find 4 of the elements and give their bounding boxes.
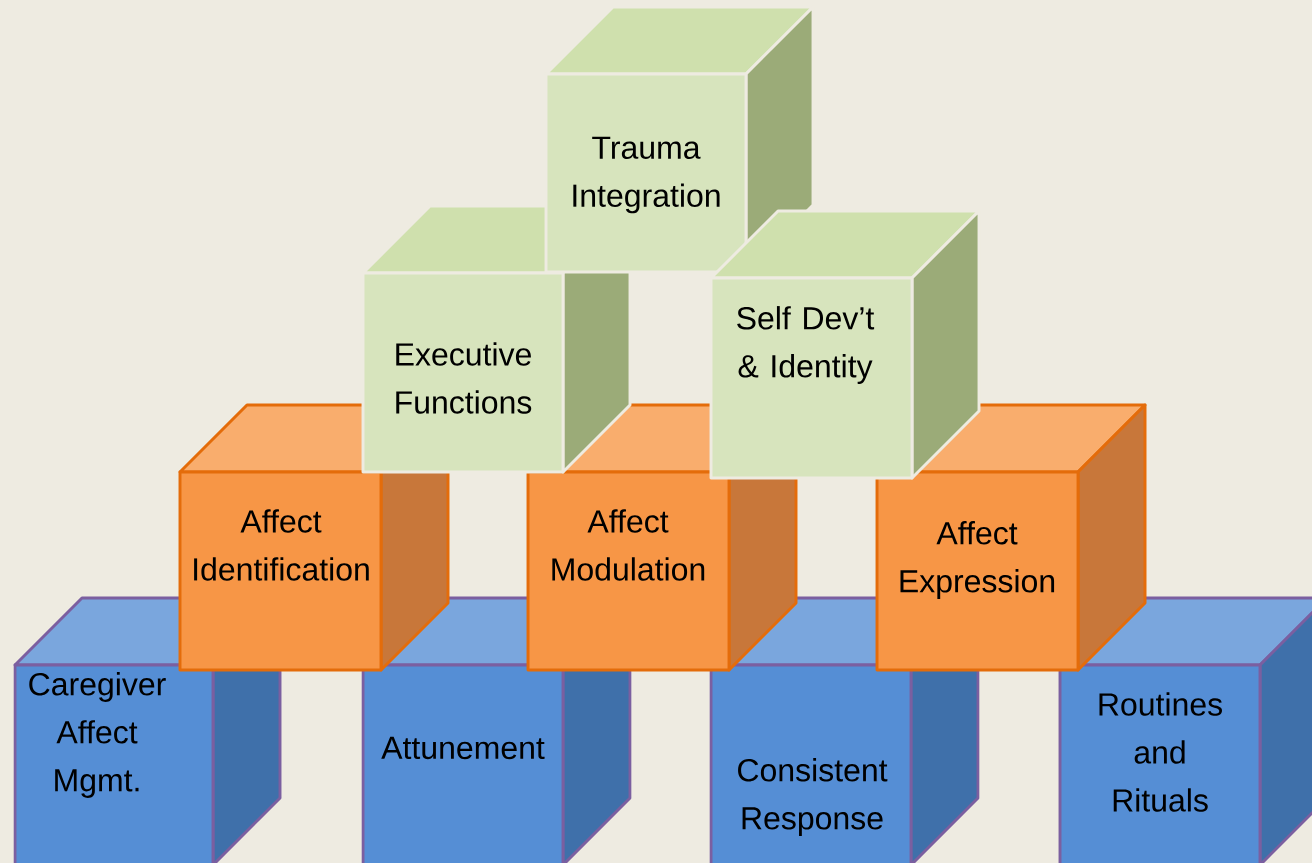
cube: Affect Expression (875, 403, 1147, 672)
cube: Trauma Integration (544, 5, 815, 274)
cube: Self Dev’t & Identity (709, 209, 981, 480)
cube: Routines and Rituals (1058, 596, 1312, 863)
